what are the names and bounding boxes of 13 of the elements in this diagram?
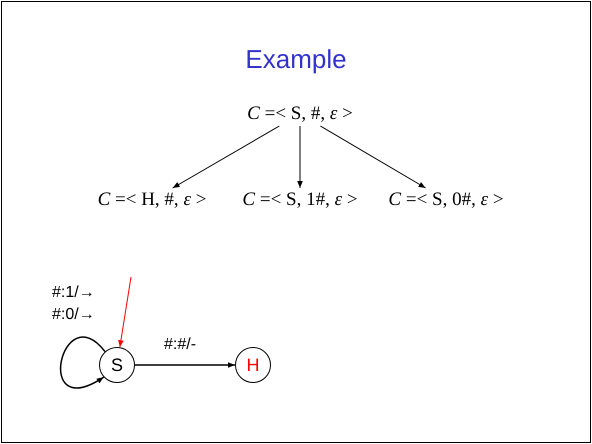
state-circle: S	[99, 347, 135, 383]
arrow	[320, 126, 426, 188]
arrow	[172, 126, 280, 188]
arrow	[135, 362, 235, 368]
state-circle: H	[235, 347, 271, 383]
arrow	[297, 126, 303, 188]
configuration-formula: C =< S, 1#, ε >	[240, 188, 360, 212]
arrow	[60, 336, 106, 389]
configuration-formula: C =< H, #, ε >	[96, 188, 208, 212]
configuration-formula: C =< S, #, ε >	[245, 102, 355, 126]
configuration-formula: C =< S, 0#, ε >	[386, 188, 506, 212]
arrow	[118, 276, 132, 348]
slide-title: Example	[244, 44, 348, 75]
